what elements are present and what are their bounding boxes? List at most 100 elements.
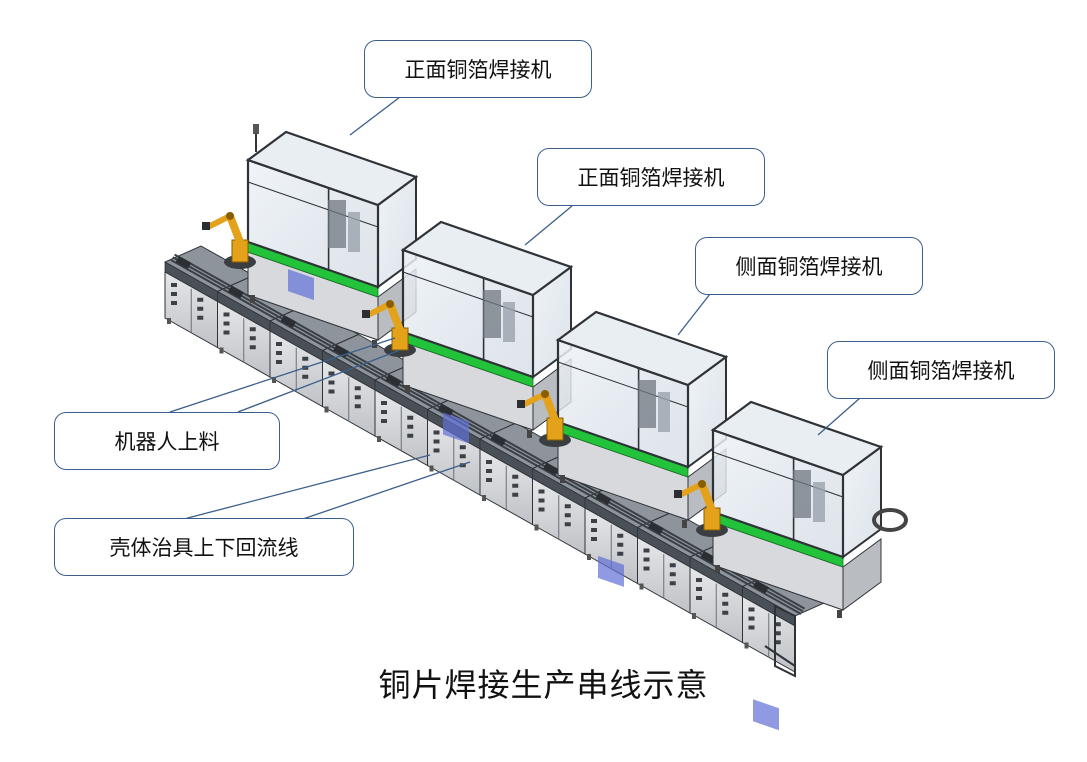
cabinet-vent — [433, 430, 440, 435]
weld-head — [328, 200, 346, 248]
loading-robot — [517, 390, 571, 447]
cabinet-vent — [564, 522, 571, 527]
cabinet-vent — [538, 489, 545, 494]
cabinet-vent — [696, 596, 702, 600]
conveyor-rail — [275, 318, 329, 350]
conveyor-rail — [485, 436, 539, 468]
callout-robot-loading: 机器人上料 — [54, 412, 280, 470]
welding-machine — [245, 124, 419, 348]
cabinet-vent — [459, 463, 466, 468]
weld-head-column — [813, 482, 825, 522]
machine-foot — [250, 295, 255, 303]
welding-machine — [555, 310, 729, 587]
callout-leader-lines — [169, 96, 861, 521]
conveyor-rail — [590, 495, 644, 527]
welding-machines — [202, 124, 908, 731]
cabinet-vent — [459, 445, 466, 450]
conveyor-segment — [636, 510, 728, 614]
outfeed-coil — [872, 508, 908, 532]
robot-joint — [226, 212, 234, 220]
cabinet-vent — [223, 312, 230, 317]
cabinet-vent — [249, 327, 256, 332]
cabinet-vent — [774, 640, 781, 645]
cabinet-vent — [433, 439, 440, 444]
cabinet-vent — [669, 581, 676, 586]
robot-gripper — [517, 400, 525, 408]
enclosure-top — [400, 220, 574, 297]
cabinet-vent — [354, 404, 361, 409]
internal-screen — [598, 555, 624, 587]
loading-robot — [674, 480, 728, 537]
cabinet-vent — [381, 419, 387, 423]
fixture-block — [438, 403, 454, 417]
weld-head-column — [658, 392, 670, 432]
fixture-block — [700, 551, 717, 564]
conveyor-rail — [170, 259, 224, 291]
conveyor-foot — [692, 613, 696, 619]
cabinet-vent — [249, 336, 256, 341]
callout-return-line: 壳体治具上下回流线 — [54, 518, 354, 576]
fixture-block — [648, 521, 664, 535]
cabinet-vent — [407, 415, 414, 420]
robot-arm-lower — [386, 300, 404, 334]
enclosure-top — [555, 310, 729, 387]
machine-foot — [837, 610, 842, 618]
fixture-block — [753, 580, 769, 594]
cabinet-vent — [722, 610, 729, 615]
cabinet-vent — [722, 601, 729, 606]
cabinet-vent — [486, 478, 492, 482]
machine-foot — [405, 385, 410, 393]
cabinet-vent — [223, 321, 230, 326]
diagram-title: 铜片焊接生产串线示意 — [378, 666, 709, 704]
welding-machine — [400, 220, 574, 444]
internal-screen — [443, 412, 469, 444]
conveyor-foot — [482, 495, 486, 501]
cabinet-vent — [354, 386, 361, 391]
cabinet-vent — [774, 622, 781, 627]
machine-base-side — [842, 538, 882, 611]
conveyor-foot — [587, 554, 591, 560]
fixture-block — [280, 315, 297, 328]
weld-head — [483, 290, 501, 338]
cabinet-vent — [512, 492, 519, 497]
conveyor-segment — [163, 245, 255, 349]
cabinet-vent — [407, 433, 414, 438]
robot-gripper — [202, 222, 210, 230]
fixture-block — [595, 491, 612, 505]
cabinet-vent — [617, 542, 624, 547]
cabinet-vent — [328, 380, 335, 385]
cabinet-vent — [591, 519, 597, 523]
machine-foot — [527, 430, 532, 438]
cabinet-vent — [302, 356, 309, 361]
conveyor-rail — [643, 524, 697, 556]
weld-head-column — [503, 302, 515, 342]
internal-screen — [753, 699, 779, 731]
robot-arm-lower — [541, 390, 559, 424]
cabinet-vent — [722, 592, 729, 597]
machine-foot — [560, 475, 565, 483]
callout-front-weld-1: 正面铜箔焊接机 — [364, 40, 592, 98]
machine-foot — [372, 340, 377, 348]
cabinet-vent — [617, 551, 624, 556]
conveyor-segment — [583, 481, 675, 585]
fixture-block — [543, 462, 559, 476]
callout-front-weld-2: 正面铜箔焊接机 — [537, 148, 765, 206]
cabinet-vent — [171, 292, 177, 296]
conveyor-foot — [377, 436, 381, 442]
cabinet-vent — [669, 572, 676, 577]
cabinet-vent — [433, 448, 440, 453]
cabinet-vent — [512, 483, 519, 488]
robot-gripper — [674, 490, 682, 498]
tower-light — [253, 124, 259, 134]
machine-foot — [682, 520, 687, 528]
cabinet-vent — [276, 351, 282, 355]
enclosure-top — [245, 130, 419, 207]
machine-foot — [715, 565, 720, 573]
cabinet-vent — [302, 374, 309, 379]
robot-arm-lower — [698, 480, 716, 514]
cabinet-vent — [381, 410, 387, 414]
cabinet-vent — [197, 315, 204, 320]
cabinet-vent — [328, 371, 335, 376]
cabinet-vent — [538, 507, 545, 512]
